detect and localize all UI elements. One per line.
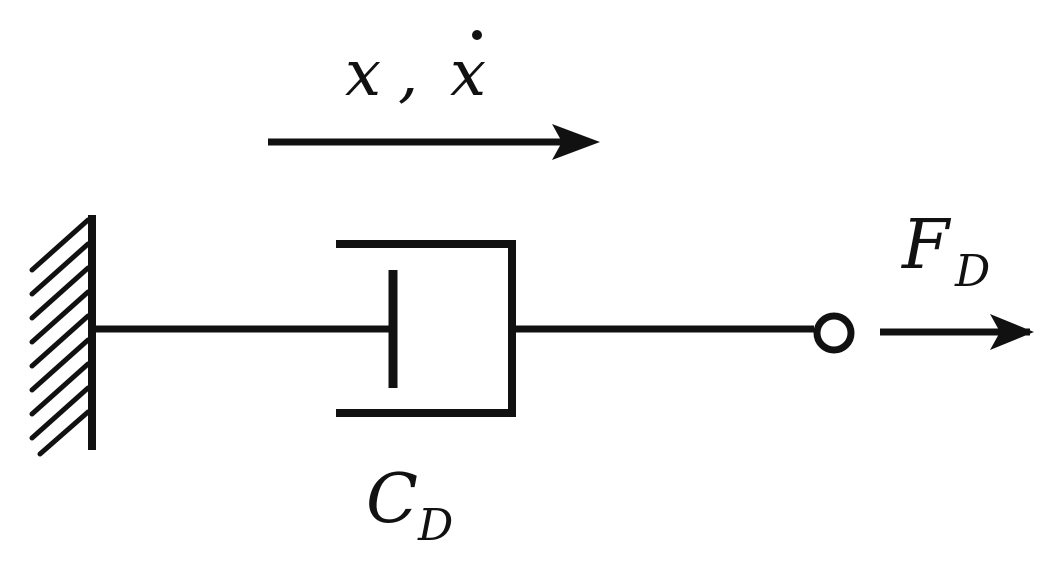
force-arrow-head <box>990 314 1034 350</box>
motion-label-x: x <box>345 37 381 111</box>
damper-label: C D <box>366 460 453 551</box>
node-circle <box>813 312 855 354</box>
damper-label-subscript: D <box>417 500 453 551</box>
motion-arrow-head <box>552 124 600 160</box>
fixed-wall <box>29 215 96 457</box>
force-label-subscript: D <box>954 246 990 297</box>
motion-label: x , x <box>345 30 486 111</box>
wall-hatching <box>29 217 91 457</box>
motion-label-separator: , <box>398 37 418 111</box>
force-label: F D <box>900 206 990 297</box>
derivative-dot <box>472 30 482 40</box>
force-label-main: F <box>900 206 952 285</box>
motion-label-xdot: x <box>450 37 486 111</box>
damper-label-main: C <box>366 460 418 539</box>
